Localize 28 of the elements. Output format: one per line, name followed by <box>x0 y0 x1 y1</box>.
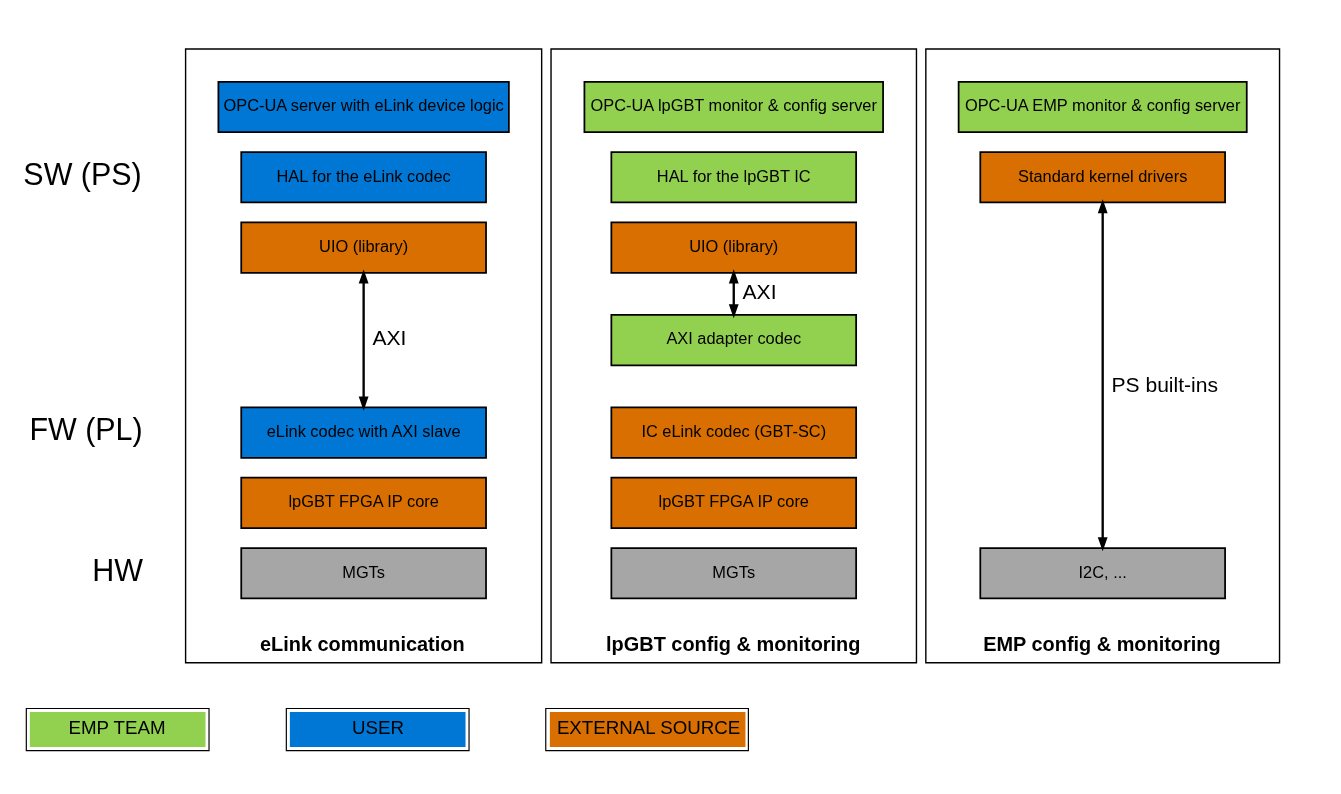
node-box: AXI adapter codec <box>610 313 857 366</box>
label: SW (PS) <box>23 156 142 191</box>
label: FW (PL) <box>29 411 143 446</box>
node-box: MGTs <box>610 546 857 599</box>
node-box: MGTs <box>240 546 487 599</box>
node-box: OPC-UA EMP monitor & config server <box>957 80 1248 133</box>
edge-label: PS built-ins <box>1111 372 1219 396</box>
arrow <box>358 268 369 411</box>
node-box: OPC-UA server with eLink device logic <box>217 80 510 133</box>
node-box: Standard kernel drivers <box>979 150 1226 203</box>
node-box: UIO (library) <box>610 221 857 274</box>
node-box: OPC-UA lpGBT monitor & config server <box>583 80 884 133</box>
legend-label: EXTERNAL SOURCE <box>556 716 741 738</box>
legend-label: USER <box>351 716 404 738</box>
arrow <box>1097 198 1108 551</box>
node-box: IC eLink codec (GBT-SC) <box>610 406 857 459</box>
edge-label: AXI <box>742 279 777 303</box>
node-box: I2C, ... <box>979 546 1226 599</box>
edge-label: AXI <box>372 325 407 349</box>
node-box: UIO (library) <box>240 221 487 274</box>
arrow <box>728 268 739 318</box>
node-box: lpGBT FPGA IP core <box>610 476 857 529</box>
legend-label: EMP TEAM <box>68 716 166 738</box>
node-box: lpGBT FPGA IP core <box>240 476 487 529</box>
node-box: HAL for the lpGBT IC <box>610 150 857 203</box>
node-box: HAL for the eLink codec <box>240 150 487 203</box>
label: HW <box>92 552 144 587</box>
node-box: eLink codec with AXI slave <box>240 406 487 459</box>
